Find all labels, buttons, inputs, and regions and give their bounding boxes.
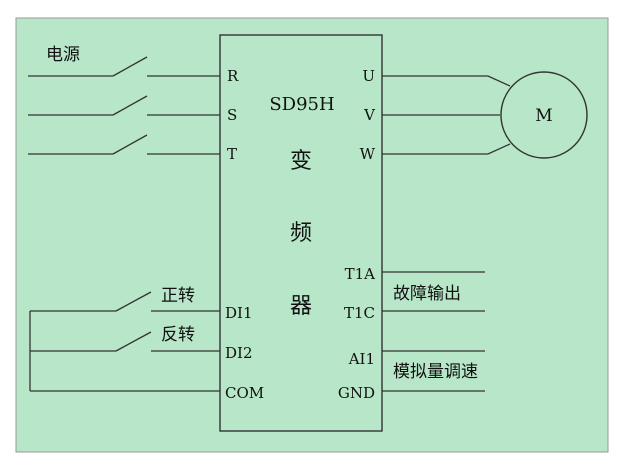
- power-input-lines: [28, 56, 220, 155]
- terminal-di1: DI1: [225, 304, 253, 322]
- terminal-t1c: T1C: [344, 304, 375, 322]
- terminal-r: R: [227, 67, 239, 85]
- terminal-gnd: GND: [338, 384, 375, 402]
- motor-circle: [500, 71, 588, 159]
- switch-t: [112, 134, 148, 155]
- reverse-label: 反转: [161, 325, 195, 345]
- terminal-t1a: T1A: [345, 265, 376, 283]
- digital-input-lines: [29, 291, 220, 392]
- switch-s: [112, 95, 148, 116]
- line-u: [382, 75, 511, 87]
- inverter-name-char-2: 频: [290, 221, 312, 246]
- terminal-w: W: [360, 145, 376, 163]
- terminal-u: U: [362, 67, 375, 85]
- forward-label: 正转: [161, 286, 195, 306]
- line-w: [382, 143, 511, 155]
- analog-speed-label: 模拟量调速: [393, 362, 478, 382]
- terminal-t: T: [227, 145, 237, 163]
- terminal-di2: DI2: [225, 344, 253, 362]
- inverter-name-char-1: 变: [290, 149, 312, 174]
- inverter-box: [219, 34, 383, 432]
- switch-forward: [115, 291, 152, 312]
- switch-r: [112, 56, 148, 77]
- terminal-s: S: [227, 106, 237, 124]
- inverter-model: SD95H: [269, 94, 334, 115]
- inverter-name-char-3: 器: [290, 294, 312, 319]
- motor-output-lines: [382, 75, 511, 155]
- power-label: 电源: [46, 45, 80, 65]
- terminal-v: V: [363, 106, 376, 124]
- motor-label: M: [535, 106, 552, 126]
- aux-lines: [382, 271, 485, 392]
- fault-output-label: 故障输出: [393, 284, 461, 304]
- switch-reverse: [115, 331, 152, 352]
- terminal-ai1: AI1: [348, 350, 375, 368]
- terminal-com: COM: [225, 384, 264, 402]
